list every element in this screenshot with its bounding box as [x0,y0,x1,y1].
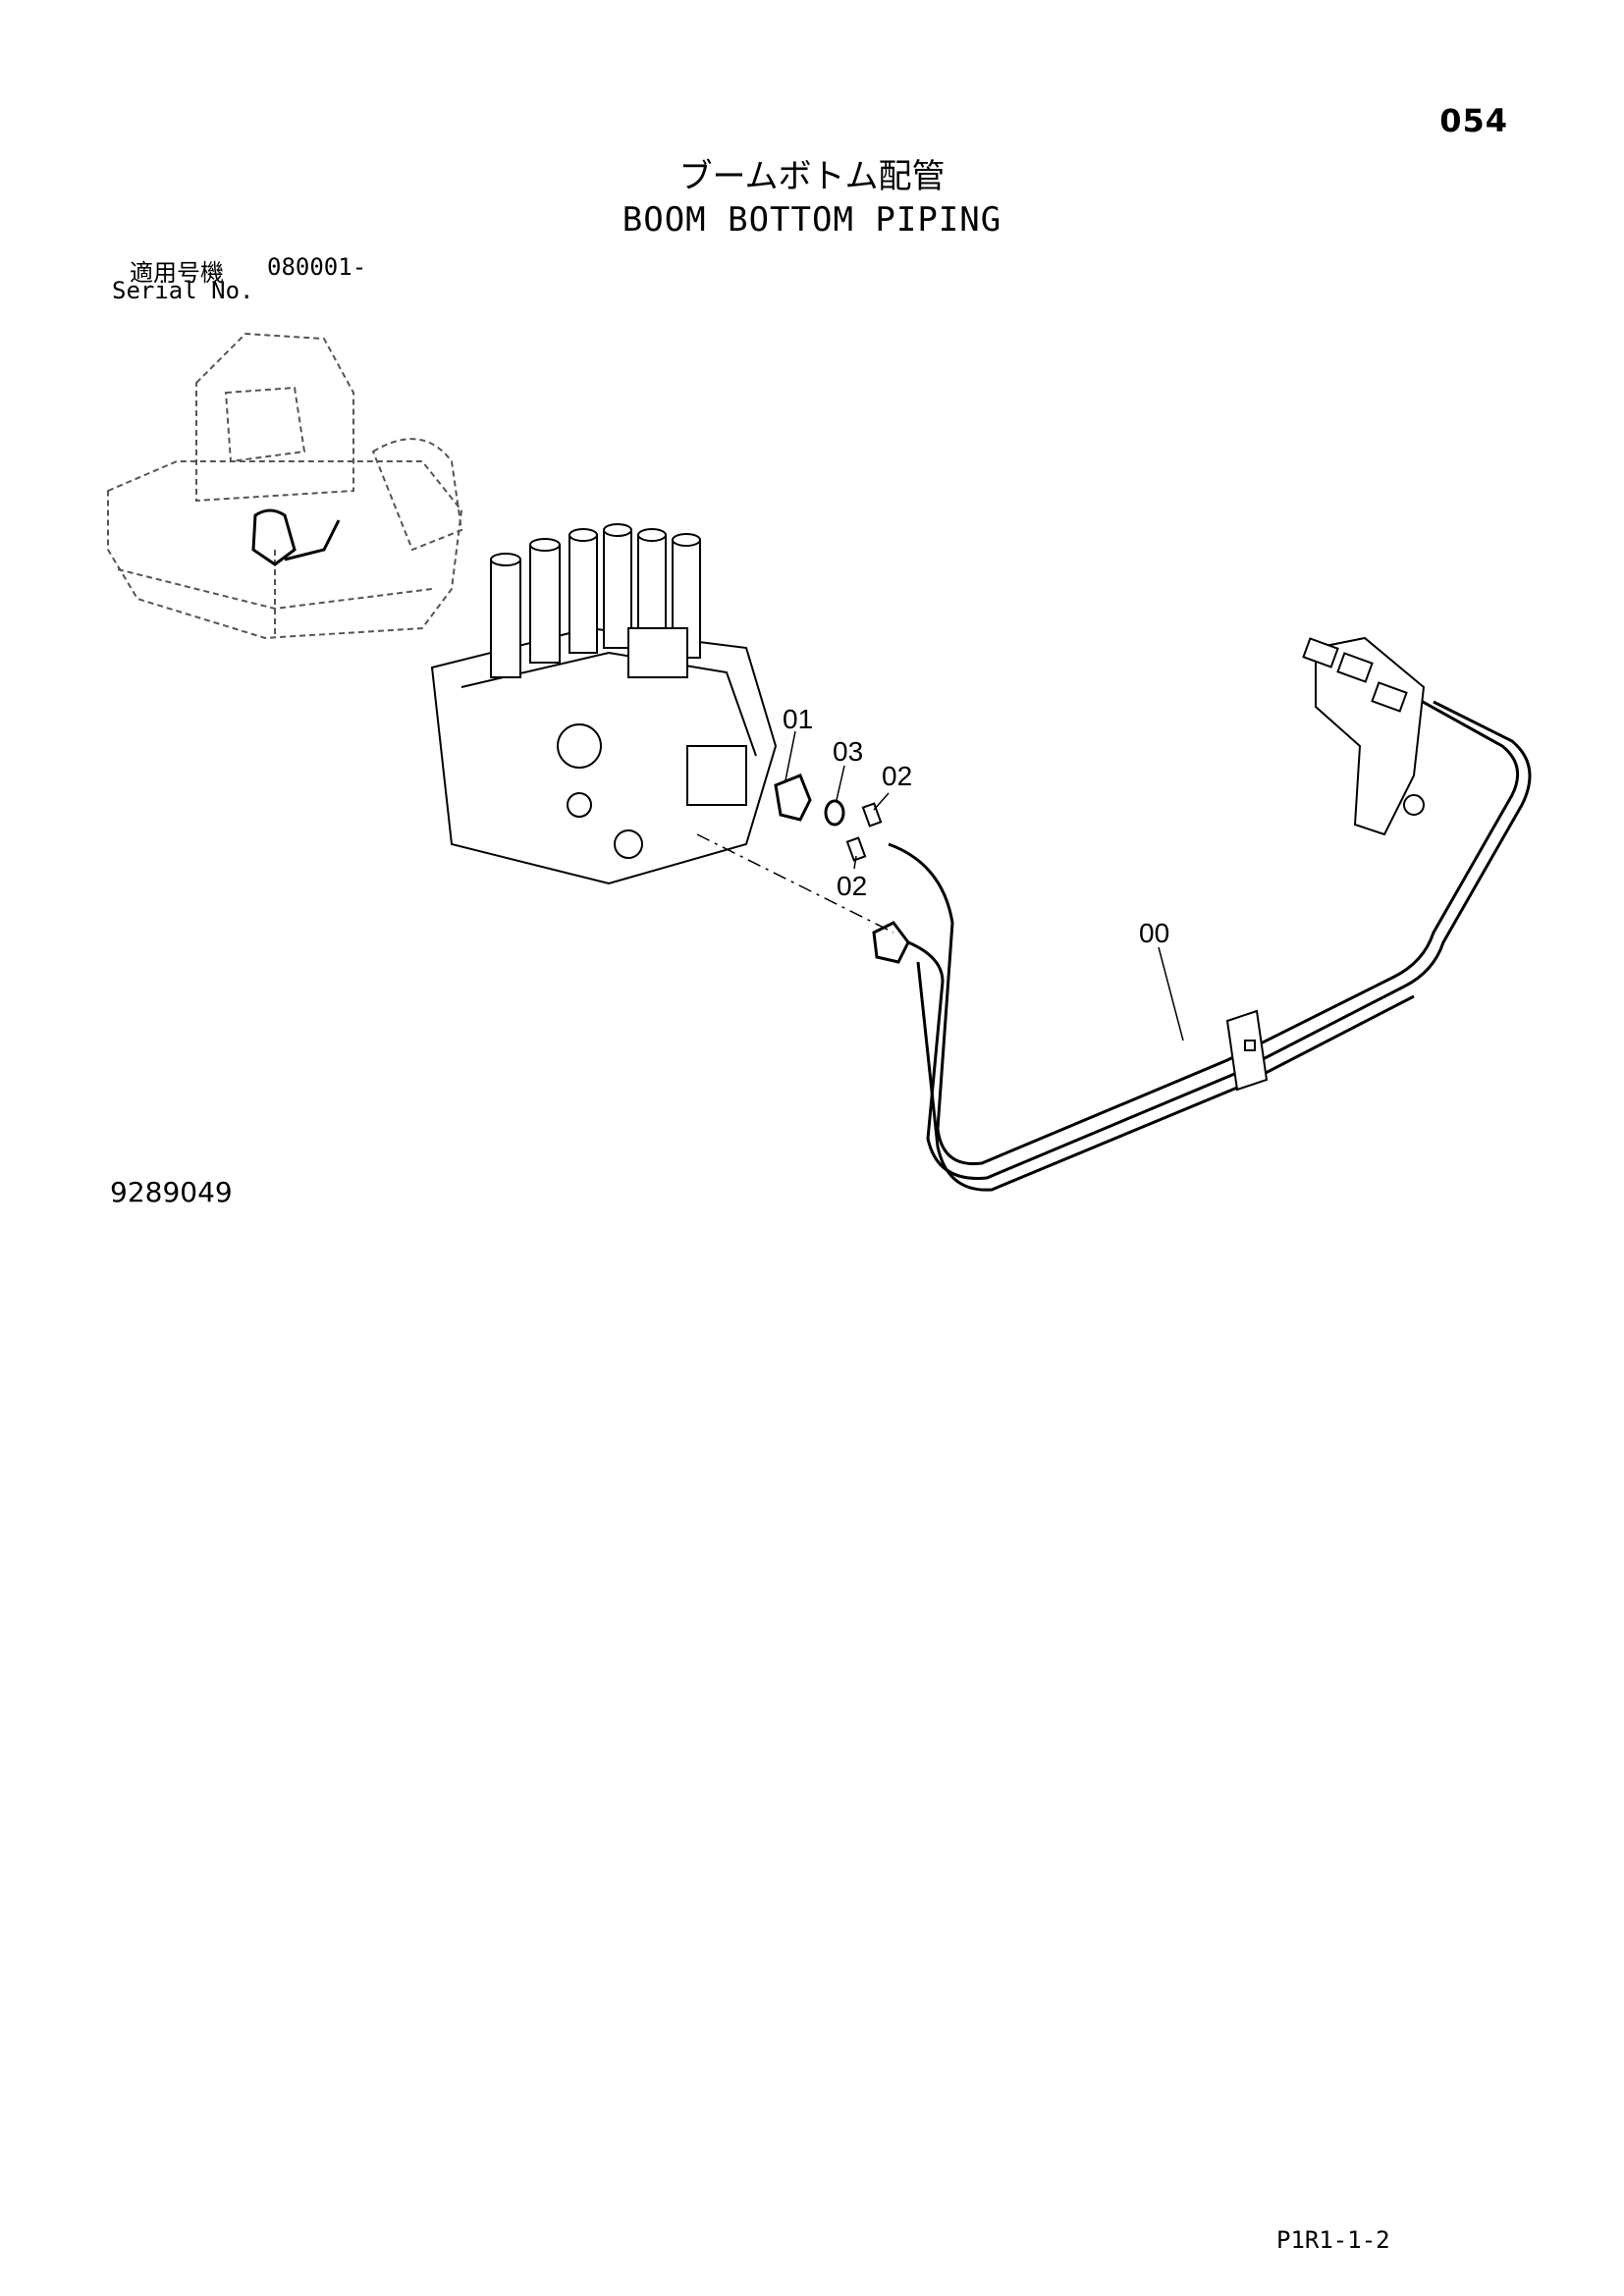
bolt-02-upper [861,802,883,828]
title-japanese: ブームボトム配管 [678,157,946,196]
callout-00: 00 [1139,918,1169,948]
callout-01: 01 [783,704,813,734]
upper-right-bracket [1302,636,1426,836]
illustration-id: 9289049 [110,1176,233,1208]
serial-label-japanese: 適用号機 [130,259,224,287]
callout-03: 03 [833,736,863,767]
page-code: P1R1-1-2 [1276,2226,1390,2254]
excavator-locator-sketch [107,332,463,640]
bolt-02-lower [845,836,867,862]
o-ring-03 [824,799,845,827]
flange-fitting-01 [774,774,812,822]
pipe-clamp [1225,1009,1269,1092]
callout-leaders [785,730,1184,1041]
title-english: BOOM BOTTOM PIPING [622,200,1002,240]
callout-02-upper: 02 [882,761,912,791]
control-valve-block [430,523,778,885]
callout-02-lower: 02 [837,871,867,901]
serial-label-english: Serial No. [112,277,254,304]
serial-range: 080001- [267,253,367,281]
locator-highlight-piping [251,508,341,566]
pipe-assembly-00 [888,675,1532,1192]
lower-flange-fitting [872,921,910,964]
alignment-centerline [696,833,894,934]
page-number: 054 [1439,102,1508,139]
